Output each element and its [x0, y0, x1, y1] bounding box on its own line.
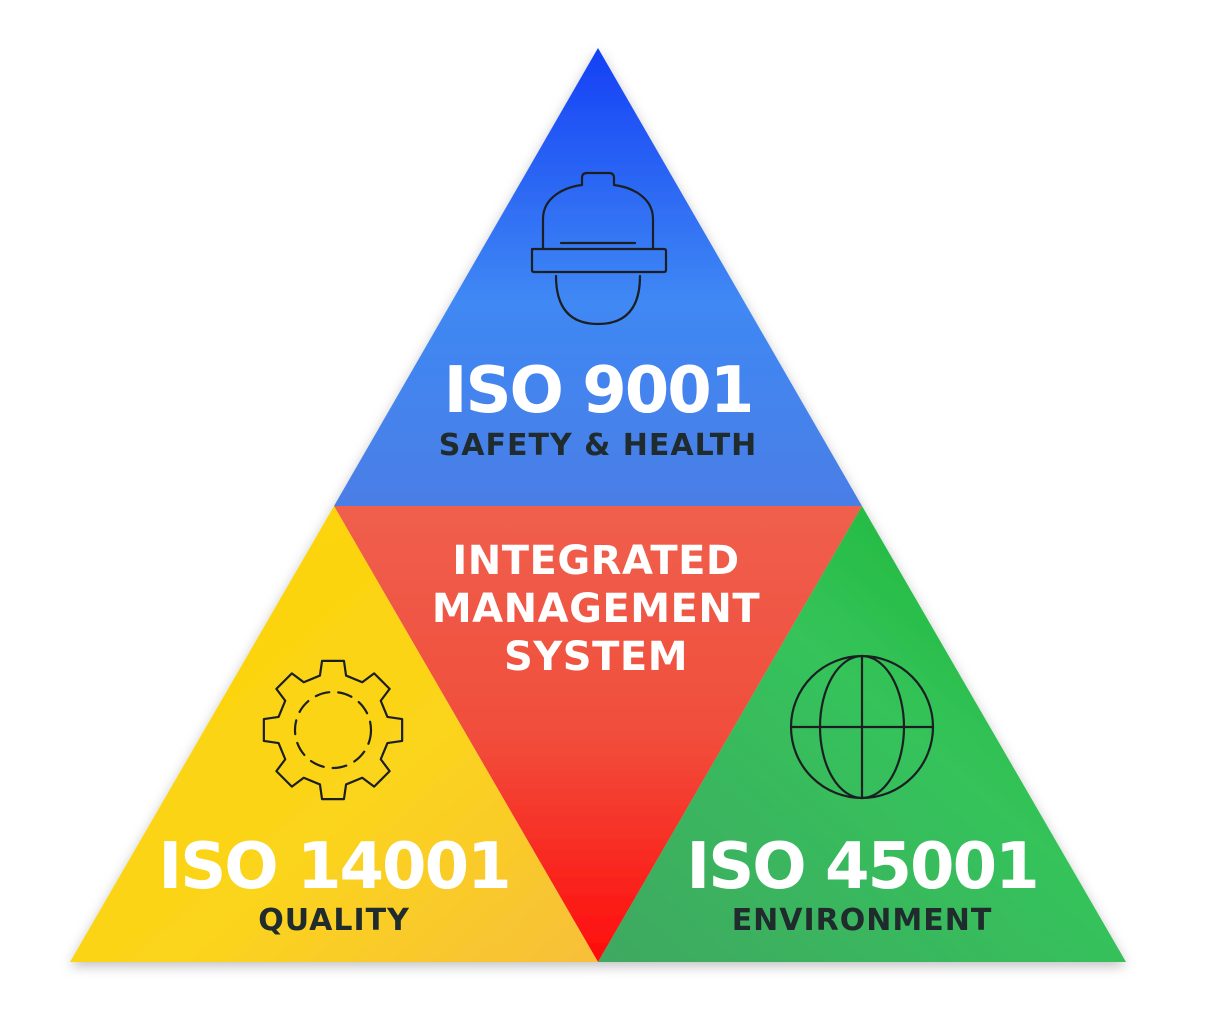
center-title-line1: INTEGRATED	[452, 538, 739, 584]
hard-hat-icon	[530, 171, 668, 326]
center-segment	[334, 506, 862, 962]
center-title-line2: MANAGEMENT	[432, 586, 760, 632]
right-iso-label: ENVIRONMENT	[732, 903, 993, 938]
left-segment	[70, 506, 598, 962]
top-iso-code: ISO 9001	[444, 354, 753, 428]
top-iso-label: SAFETY & HEALTH	[439, 428, 758, 463]
left-iso-label: QUALITY	[258, 903, 410, 938]
top-segment	[334, 48, 862, 506]
center-title-line3: SYSTEM	[504, 634, 688, 680]
globe-icon	[789, 654, 935, 800]
right-iso-code: ISO 45001	[686, 830, 1037, 904]
gear-icon	[262, 659, 404, 801]
left-iso-code: ISO 14001	[158, 830, 509, 904]
